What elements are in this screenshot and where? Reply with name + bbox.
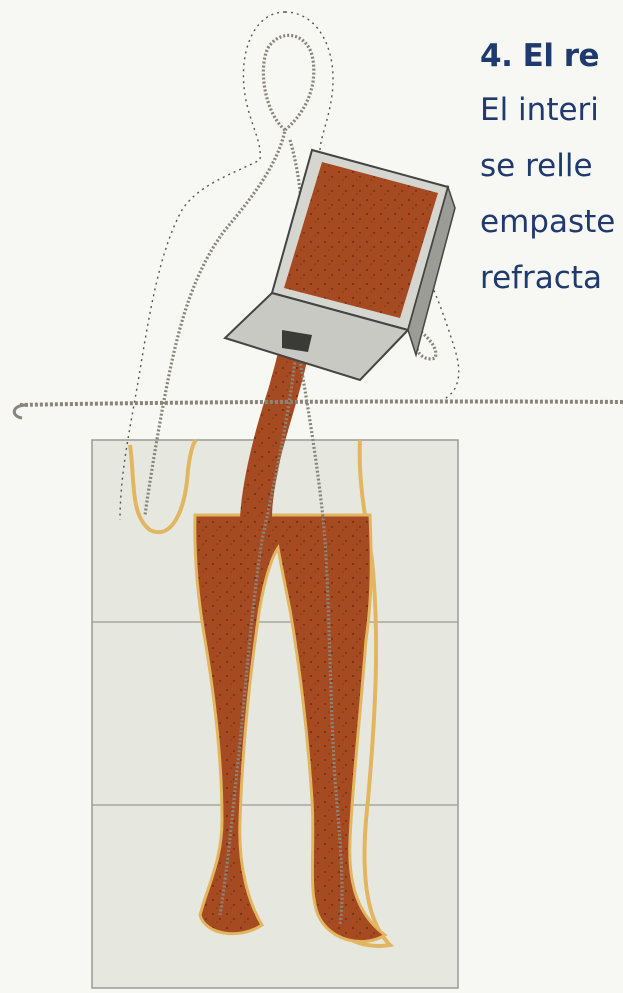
body-text-line-2: se relle <box>480 148 593 184</box>
pouring-box <box>225 150 455 380</box>
section-heading: 4. El re <box>480 38 599 74</box>
body-text-line-1: El interi <box>480 92 599 128</box>
body-text-line-4: refracta <box>480 260 602 296</box>
rope-hook-left <box>14 405 28 418</box>
body-text-line-3: empaste <box>480 204 615 240</box>
hanging-rope <box>20 401 623 405</box>
